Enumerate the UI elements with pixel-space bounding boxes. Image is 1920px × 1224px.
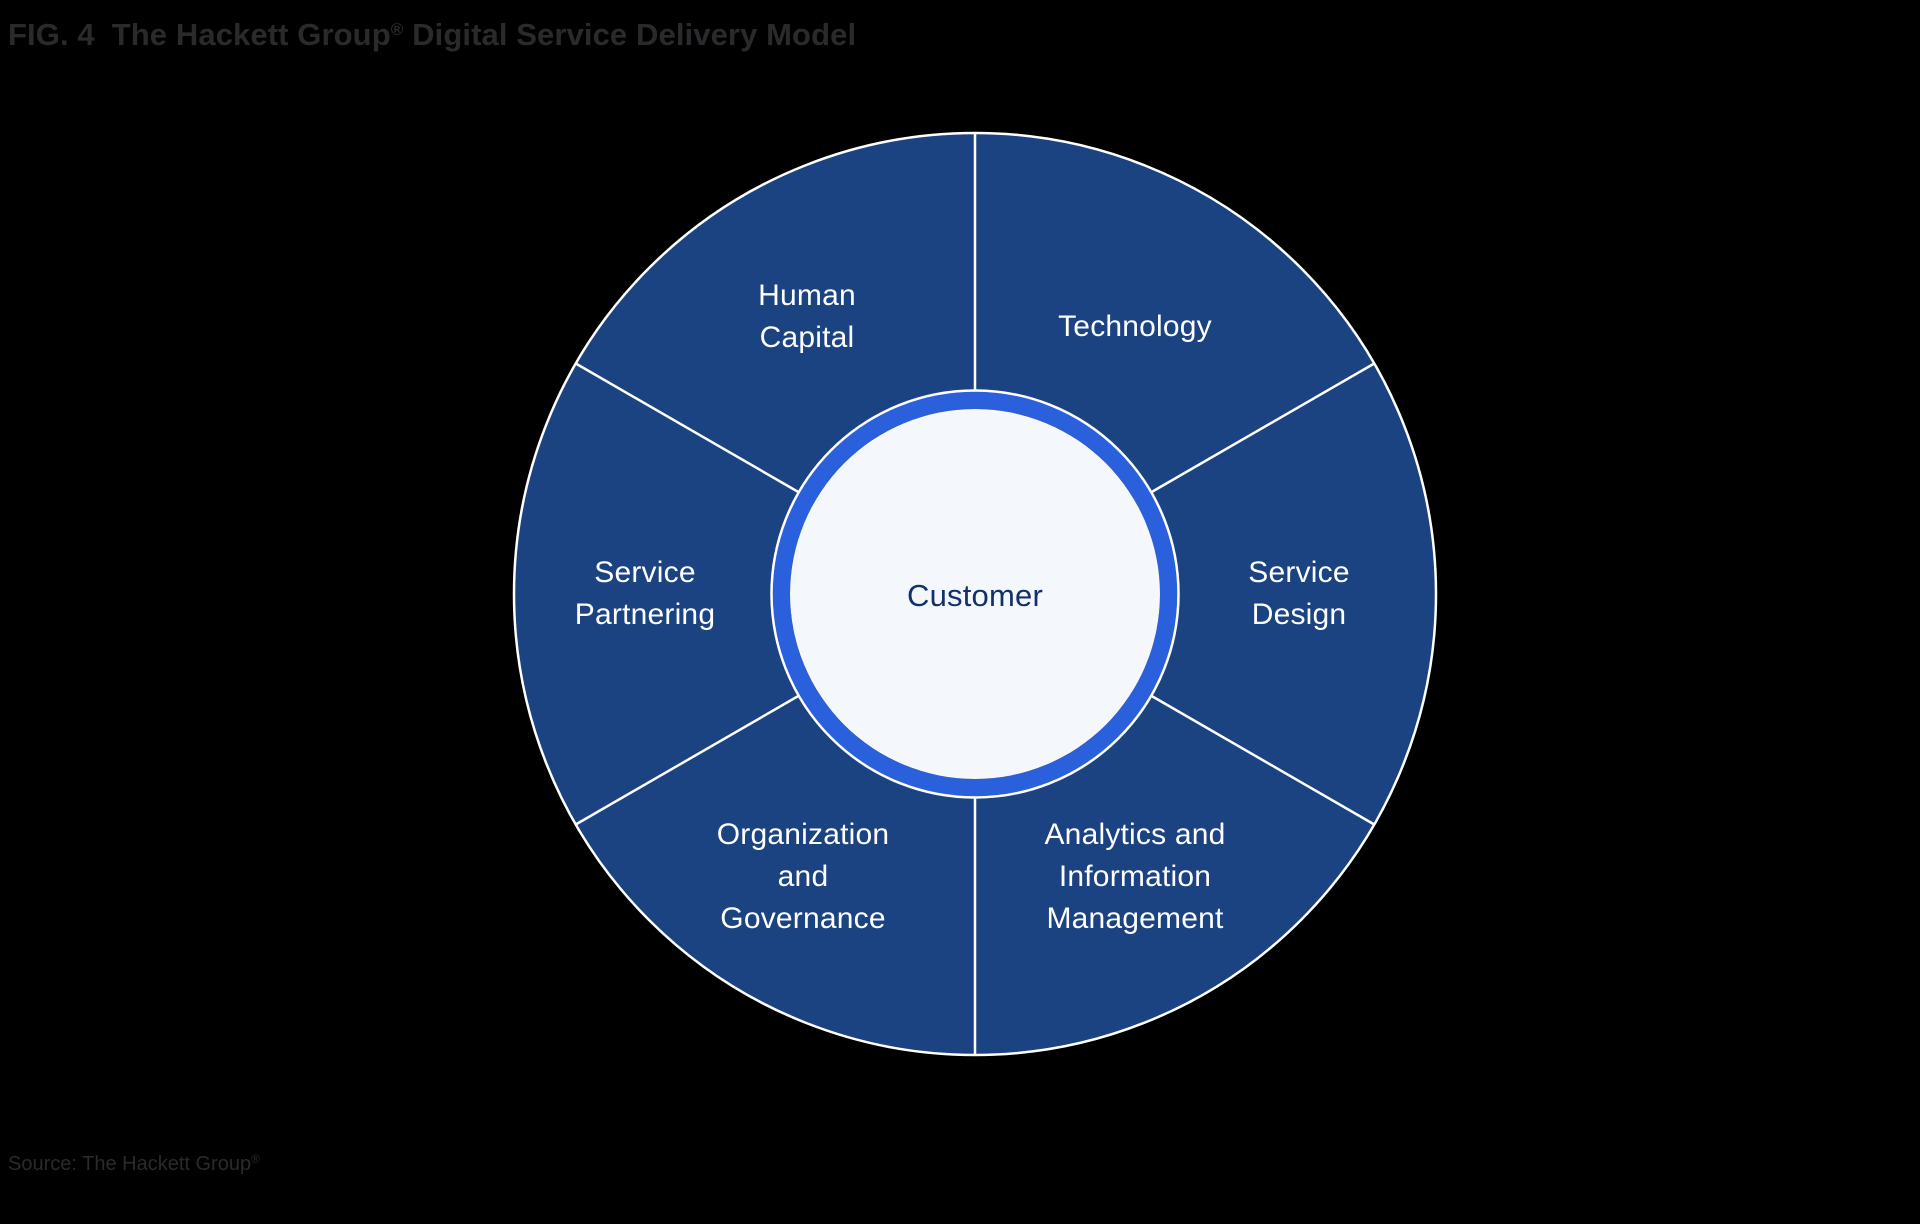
source-note-text: Source: The Hackett Group	[8, 1153, 252, 1175]
customer-hub-fill	[790, 409, 1160, 779]
figure-title: FIG. 4 The Hackett Group® Digital Service…	[8, 9, 856, 56]
wheel-segment-organization-and-governance[interactable]	[575, 695, 975, 1056]
segments-group	[514, 133, 1436, 1055]
segment-divider-service-partnering	[575, 694, 800, 826]
wheel-segment-service-design[interactable]	[1150, 363, 1436, 825]
segment-dividers-group	[575, 133, 1375, 1055]
customer-hub-outline	[770, 389, 1180, 799]
segment-divider-service-design	[1150, 362, 1375, 494]
figure-title-tail: Digital Service Delivery Model	[403, 17, 857, 52]
figure-number: FIG. 4	[8, 17, 95, 52]
wheel-segment-human-capital[interactable]	[575, 133, 975, 493]
source-note: Source: The Hackett Group®	[8, 1152, 260, 1176]
outer-ring-outline	[512, 131, 1438, 1057]
registered-trademark-icon: ®	[251, 1152, 260, 1166]
wheel-segment-technology[interactable]	[975, 133, 1375, 493]
segment-divider-analytics-and-information-management	[1150, 694, 1375, 826]
customer-hub-ring	[772, 391, 1178, 797]
wheel-segment-service-partnering[interactable]	[514, 363, 800, 825]
segment-divider-human-capital	[575, 362, 800, 494]
registered-trademark-icon: ®	[390, 20, 404, 39]
wheel-segment-analytics-and-information-management[interactable]	[975, 695, 1375, 1056]
figure-title-main: The Hackett Group	[111, 17, 391, 52]
